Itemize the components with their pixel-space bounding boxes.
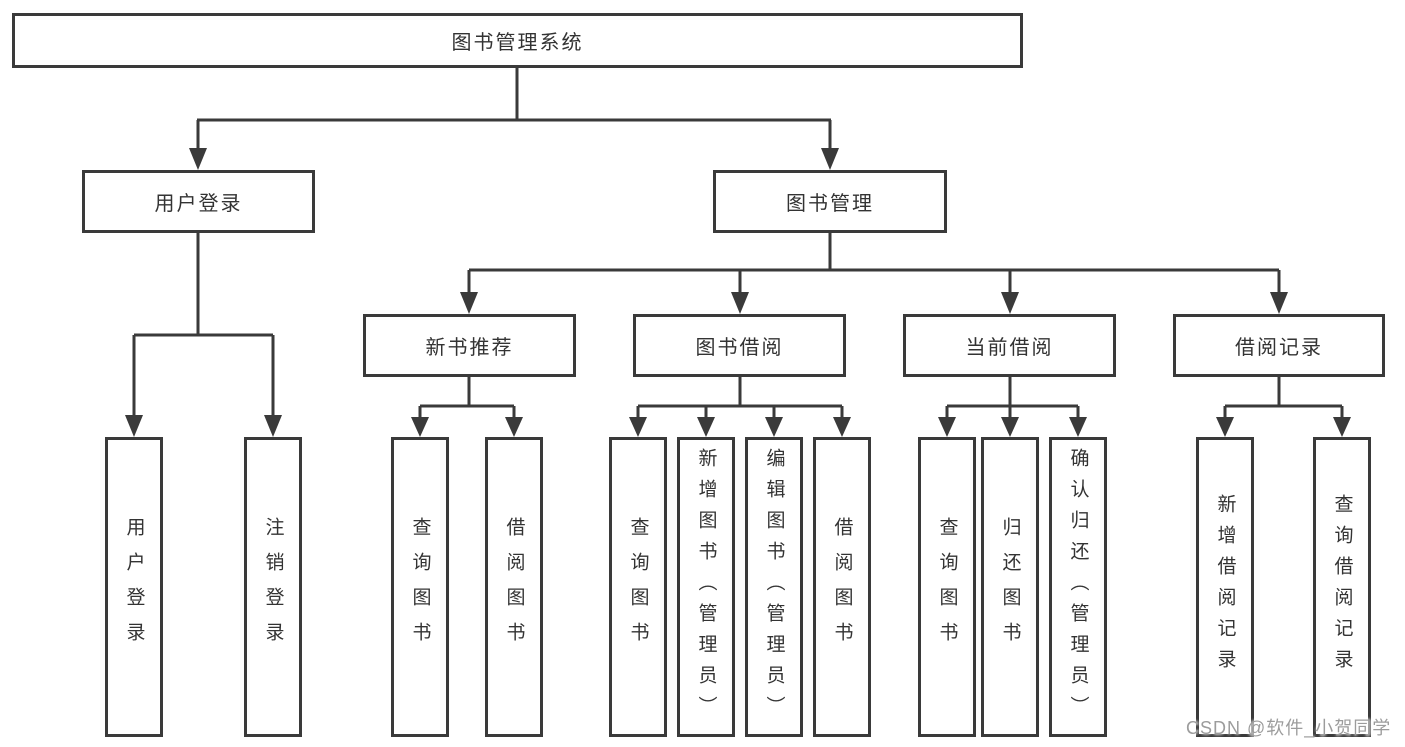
leaf-logout-label: 注销登录: [262, 517, 284, 657]
arrowhead: [460, 292, 478, 314]
node-borrow-records: 借阅记录: [1173, 314, 1385, 377]
arrowhead: [411, 417, 429, 437]
node-user-login: 用户登录: [82, 170, 315, 233]
connector-user-login-to-leaves: [125, 233, 282, 437]
arrowhead: [505, 417, 523, 437]
connector-new-book-recommend-to-leaves: [411, 377, 523, 437]
arrowhead: [1069, 417, 1087, 437]
arrowhead: [189, 148, 207, 170]
arrowhead: [833, 417, 851, 437]
arrowhead: [1001, 292, 1019, 314]
node-user-login-label: 用户登录: [154, 193, 243, 215]
connector-current-borrow-to-leaves: [938, 377, 1087, 437]
watermark: CSDN @软件_小贺同学: [1186, 718, 1392, 738]
arrowhead: [1333, 417, 1351, 437]
arrowhead: [697, 417, 715, 437]
leaf-query-books-borrow-label: 查询图书: [627, 517, 649, 657]
node-new-book-recommend-label: 新书推荐: [425, 337, 514, 359]
leaf-confirm-return-admin: 确认归还（管理员）: [1049, 437, 1107, 737]
leaf-add-book-admin: 新增图书（管理员）: [677, 437, 735, 737]
arrowhead: [731, 292, 749, 314]
arrowhead: [629, 417, 647, 437]
leaf-borrow-books-borrow-label: 借阅图书: [831, 517, 853, 657]
leaf-query-borrow-record: 查询借阅记录: [1313, 437, 1371, 737]
node-book-borrow: 图书借阅: [633, 314, 846, 377]
leaf-edit-book-admin: 编辑图书（管理员）: [745, 437, 803, 737]
leaf-user-login-label: 用户登录: [123, 517, 145, 657]
leaf-query-books-recommend: 查询图书: [391, 437, 449, 737]
leaf-query-borrow-record-label: 查询借阅记录: [1331, 494, 1353, 680]
connector-borrow-records-to-leaves: [1216, 377, 1351, 437]
leaf-query-books-recommend-label: 查询图书: [409, 517, 431, 657]
leaf-borrow-books-recommend: 借阅图书: [485, 437, 543, 737]
leaf-query-books-current: 查询图书: [918, 437, 976, 737]
connector-root-to-level2: [189, 68, 839, 170]
node-new-book-recommend: 新书推荐: [363, 314, 576, 377]
arrowhead: [938, 417, 956, 437]
leaf-add-borrow-record: 新增借阅记录: [1196, 437, 1254, 737]
connector-book-borrow-to-leaves: [629, 377, 851, 437]
node-book-borrow-label: 图书借阅: [695, 337, 784, 359]
leaf-confirm-return-admin-label: 确认归还（管理员）: [1067, 447, 1089, 727]
arrowhead: [765, 417, 783, 437]
node-current-borrow-label: 当前借阅: [965, 337, 1054, 359]
leaf-return-book: 归还图书: [981, 437, 1039, 737]
leaf-borrow-books-borrow: 借阅图书: [813, 437, 871, 737]
leaf-edit-book-admin-label: 编辑图书（管理员）: [763, 447, 785, 727]
connector-book-management-to-level3: [460, 233, 1288, 314]
leaf-query-books-current-label: 查询图书: [936, 517, 958, 657]
leaf-logout: 注销登录: [244, 437, 302, 737]
node-book-management: 图书管理: [713, 170, 947, 233]
arrowhead: [1270, 292, 1288, 314]
arrowhead: [125, 415, 143, 437]
node-root-label: 图书管理系统: [451, 32, 584, 54]
leaf-user-login: 用户登录: [105, 437, 163, 737]
leaf-query-books-borrow: 查询图书: [609, 437, 667, 737]
leaf-borrow-books-recommend-label: 借阅图书: [503, 517, 525, 657]
node-borrow-records-label: 借阅记录: [1235, 337, 1323, 359]
arrowhead: [1001, 417, 1019, 437]
arrowhead: [264, 415, 282, 437]
leaf-add-borrow-record-label: 新增借阅记录: [1214, 494, 1236, 680]
arrowhead: [1216, 417, 1234, 437]
leaf-add-book-admin-label: 新增图书（管理员）: [695, 447, 717, 727]
node-root: 图书管理系统: [12, 13, 1023, 68]
leaf-return-book-label: 归还图书: [999, 517, 1021, 657]
node-book-management-label: 图书管理: [786, 193, 874, 215]
arrowhead: [821, 148, 839, 170]
node-current-borrow: 当前借阅: [903, 314, 1116, 377]
